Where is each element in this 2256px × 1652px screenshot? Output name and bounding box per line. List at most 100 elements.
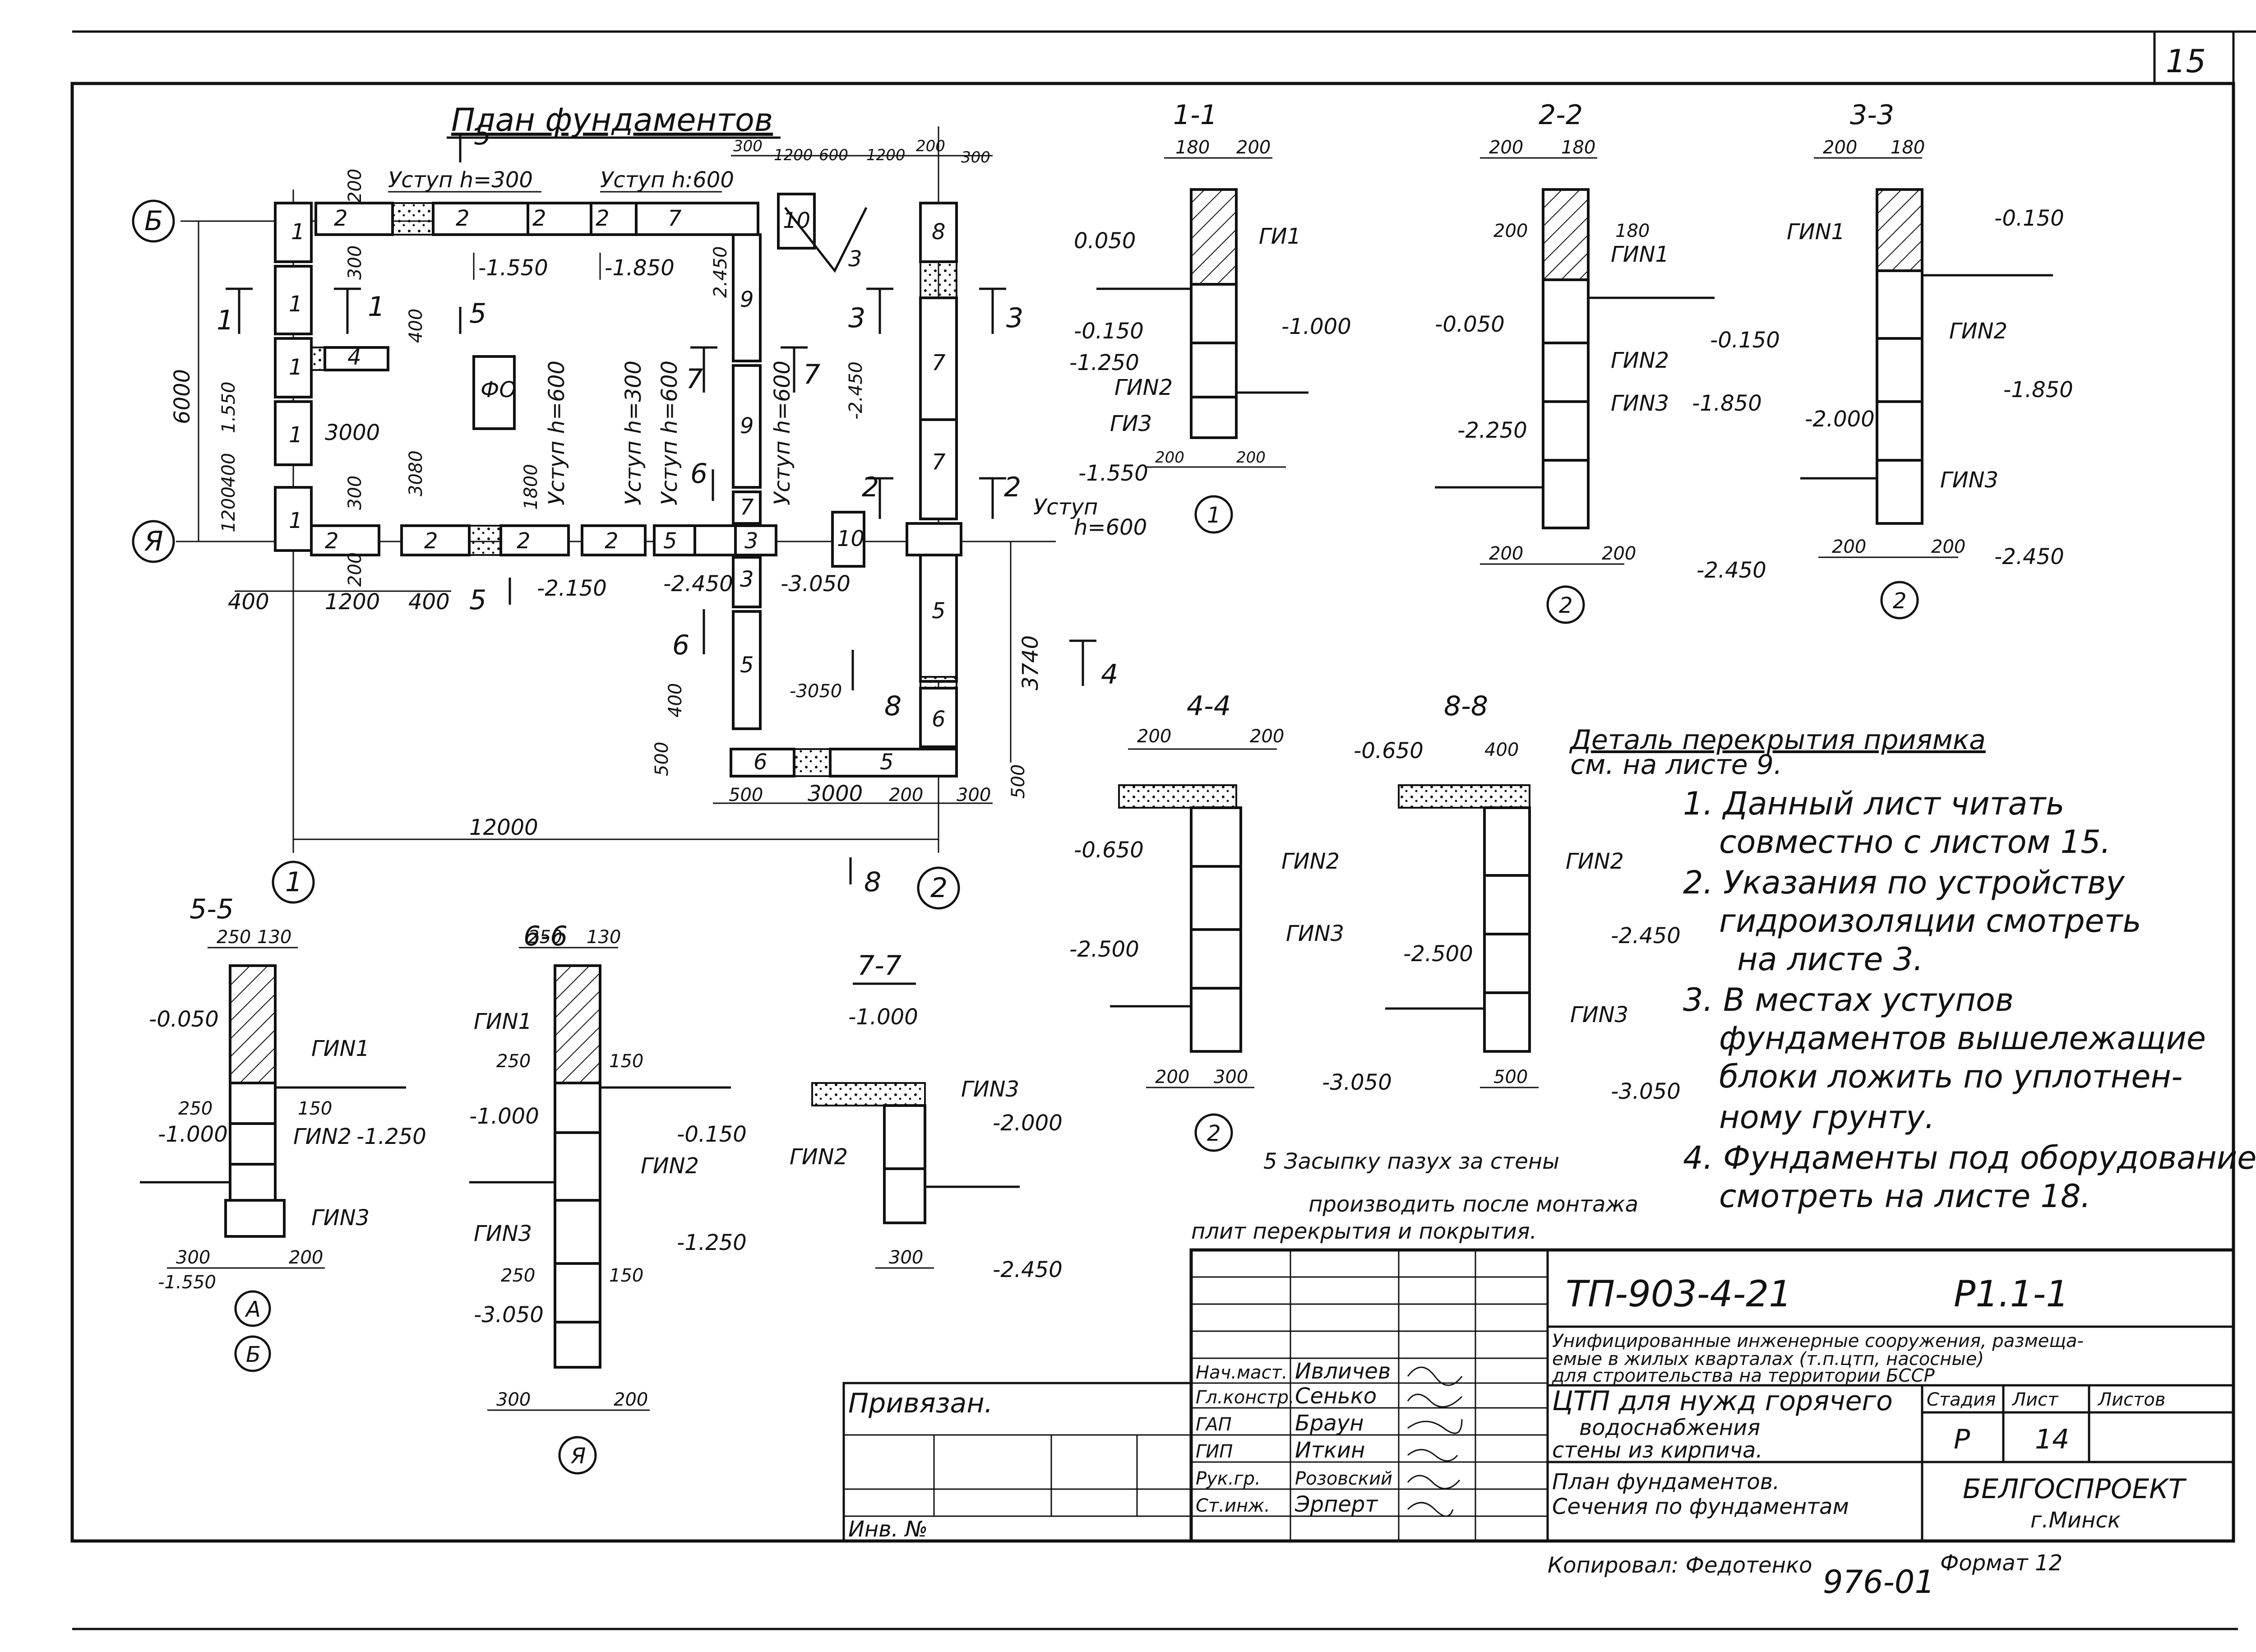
section-4-4: 4-4 200 200 -0.650 ГИN2 ГИN3 -2.500 200 … [1069,690,1392,1152]
svg-text:200: 200 [1493,221,1528,241]
svg-text:5: 5 [469,298,486,329]
plan-dimensions: 6000 1.550 400 1200 200 300 400 3000 308… [170,137,1043,840]
svg-text:7: 7 [932,350,946,375]
inner-wall-blocks: 9 9 7 3 5 [732,233,762,730]
svg-text:Формат 12: Формат 12 [1940,1550,2062,1576]
svg-text:фундаментов вышележащие: фундаментов вышележащие [1719,1020,2206,1057]
svg-text:-2.500: -2.500 [1069,937,1139,962]
section-1-1: 1-1 180 200 ГИ1 0.050 -0.150 -1.000 -1.2… [1069,99,1351,534]
svg-text:9: 9 [740,287,754,312]
svg-text:г.Минск: г.Минск [2030,1508,2121,1533]
svg-text:1.550: 1.550 [218,381,239,433]
svg-text:Рук.гр.: Рук.гр. [1196,1468,1261,1489]
svg-text:гидроизоляции смотреть: гидроизоляции смотреть [1719,902,2141,939]
svg-text:-3.050: -3.050 [474,1302,544,1328]
svg-text:250: 250 [528,927,562,948]
svg-text:Р: Р [1954,1424,1970,1455]
svg-text:5: 5 [663,528,677,554]
svg-text:6: 6 [932,707,946,732]
bottom-strip-blocks: 6 5 [730,748,958,777]
svg-text:5: 5 [880,750,894,775]
svg-text:500: 500 [1493,1067,1528,1087]
svg-text:смотреть на листе 18.: смотреть на листе 18. [1719,1178,2091,1215]
sheet-code: Р1.1-1 [1954,1273,2069,1315]
section-2-2: 2-2 200 180 200 180 ГИN1 -0.050 -0.150 Г… [1435,99,1780,624]
svg-text:200: 200 [1250,726,1284,747]
svg-text:емые в жилых кварталах (т.п.цт: емые в жилых кварталах (т.п.цтп, насосны… [1552,1349,1984,1370]
title-block: Привязан. Инв. № Нач.маст. Ивличев Гл.ко… [842,1248,2235,1543]
svg-text:3: 3 [848,302,865,334]
svg-text:-2.450: -2.450 [846,361,866,420]
svg-text:Листов: Листов [2097,1389,2165,1410]
svg-text:300: 300 [961,148,990,167]
svg-text:2.450: 2.450 [710,246,731,298]
svg-text:Розовский: Розовский [1295,1468,1392,1489]
svg-text:200: 200 [289,1247,323,1268]
svg-text:6000: 6000 [170,369,195,424]
svg-text:ГИN3: ГИN3 [1940,467,1998,493]
svg-text:2: 2 [325,528,339,554]
svg-text:-1.850: -1.850 [1692,391,1762,416]
general-notes: Деталь перекрытия приямка см. на листе 9… [1191,724,2256,1244]
svg-text:ГИN2: ГИN2 [1566,849,1624,874]
axis-a-marker [132,520,175,563]
section-7-7: 7-7 -1.000 ГИN3 ГИN2 -2.000 300 -2.450 [790,950,1063,1282]
svg-text:Нач.маст.: Нач.маст. [1196,1362,1288,1383]
svg-text:А: А [245,1297,261,1322]
svg-text:400: 400 [228,589,269,615]
svg-text:стены из кирпича.: стены из кирпича. [1552,1438,1763,1463]
note-2: 2. Указания по устройству [1683,864,2125,901]
svg-text:1-1: 1-1 [1173,99,1217,131]
svg-text:Эрперт: Эрперт [1294,1492,1378,1517]
organization-name: БЕЛГОСПРОЕКТ [1963,1473,2187,1505]
svg-text:-2.150: -2.150 [537,576,607,601]
svg-text:3: 3 [744,528,758,554]
svg-text:7: 7 [686,363,703,395]
document-code: ТП-903-4-21 [1566,1273,1792,1315]
note-4: 4. Фундаменты под оборудование [1683,1139,2256,1176]
svg-text:1: 1 [291,219,305,245]
svg-text:Ивличев: Ивличев [1295,1359,1391,1384]
svg-text:2: 2 [1893,588,1907,614]
svg-text:200: 200 [1155,449,1184,467]
svg-text:ГИN3: ГИN3 [311,1205,370,1231]
svg-text:-1.250: -1.250 [1069,350,1139,375]
plan-elevations: -1.550 -1.850 -2.150 -2.450 -3.050 -3050 [473,253,851,702]
svg-text:-0.650: -0.650 [1074,838,1144,863]
svg-text:ГИN2: ГИN2 [1114,375,1173,400]
svg-text:7: 7 [668,206,682,231]
detail-reference: Деталь перекрытия приямка [1569,724,1986,756]
svg-text:8-8: 8-8 [1444,690,1488,722]
svg-text:200: 200 [1602,543,1636,564]
svg-text:ГИN1: ГИN1 [1787,219,1845,245]
svg-text:-0.050: -0.050 [1435,312,1505,337]
svg-text:200: 200 [1931,537,1965,557]
svg-text:ГИN3: ГИN3 [474,1221,532,1246]
svg-text:150: 150 [609,1051,643,1072]
svg-text:Уступ h=300: Уступ h=300 [388,167,533,193]
equipment-foundations: ФО 10 10 3 [472,193,868,568]
svg-text:130: 130 [587,927,621,948]
svg-text:1: 1 [289,508,303,533]
svg-text:200: 200 [1489,543,1523,564]
svg-text:9: 9 [740,413,754,439]
svg-text:400: 400 [218,453,239,487]
plan-title: План фундаментов [451,102,773,139]
svg-text:-1.550: -1.550 [158,1272,216,1293]
svg-text:ГИ1: ГИ1 [1259,224,1301,249]
svg-text:-1.850: -1.850 [2003,377,2073,403]
foundation-plan: План фундаментов Б Я 1 2 2 2 [132,102,1147,910]
axis-2-marker [917,866,960,910]
svg-text:2: 2 [334,206,348,231]
svg-text:0.050: 0.050 [1074,228,1136,254]
cut-markers: 1 1 7 7 3 3 2 2 4 5 5 5 6 6 [217,120,1118,898]
svg-text:3740: 3740 [1018,635,1043,690]
svg-text:План фундаментов.: План фундаментов. [1552,1469,1780,1495]
linked-label: Привязан. [848,1388,993,1419]
svg-text:3-3: 3-3 [1850,99,1894,131]
svg-text:Уступ: Уступ [1033,495,1098,520]
svg-text:на листе 3.: на листе 3. [1737,941,1923,978]
svg-text:500: 500 [729,785,763,805]
svg-text:водоснабжения: водоснабжения [1579,1415,1760,1440]
svg-text:7-7: 7-7 [857,950,901,981]
